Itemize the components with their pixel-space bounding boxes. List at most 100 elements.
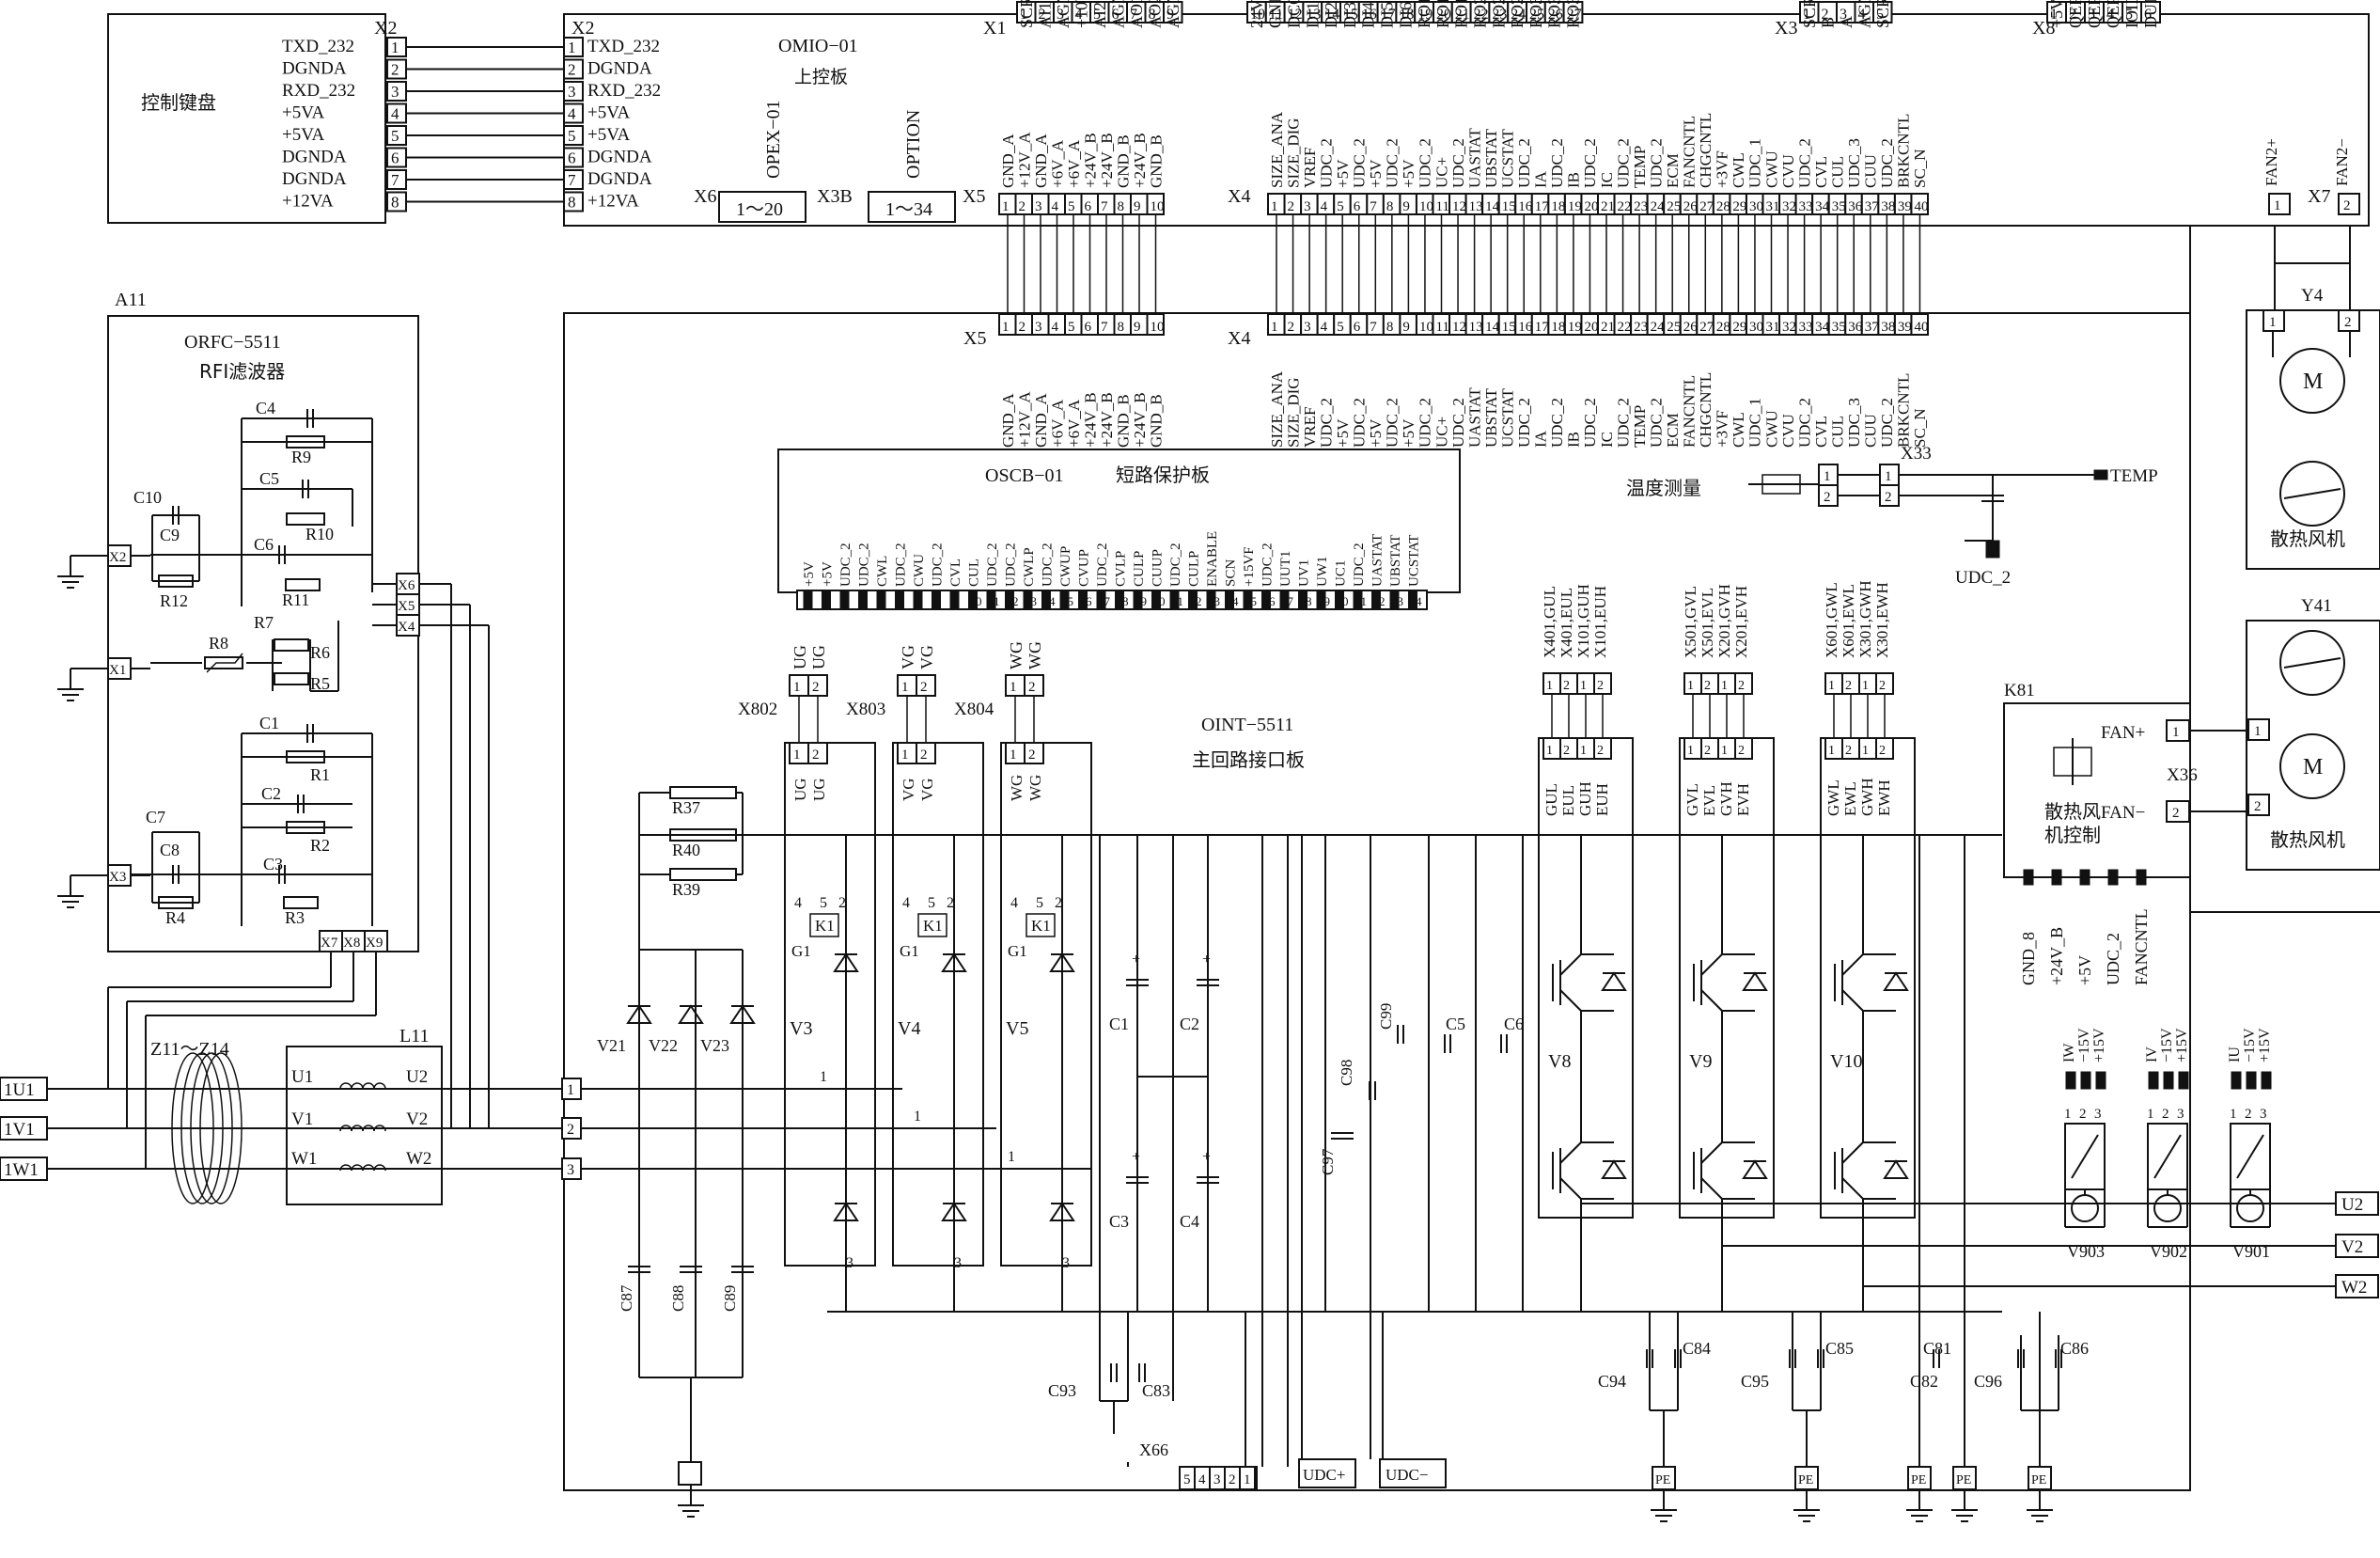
polarity: + bbox=[1132, 1149, 1140, 1165]
choke-pin: V2 bbox=[406, 1109, 428, 1129]
top-terminal-label: GND bbox=[1266, 0, 1285, 28]
gate-label: UG bbox=[810, 778, 828, 801]
oscb-pin bbox=[803, 590, 813, 610]
oscb-pin bbox=[1371, 590, 1381, 610]
connector-label: UDC_2 bbox=[1614, 138, 1632, 188]
top-terminal-label: SCR bbox=[1873, 0, 1892, 28]
diode-symbol bbox=[1883, 1159, 1909, 1179]
top-terminal-number: 15 bbox=[1343, 7, 1358, 23]
fan-pin bbox=[2247, 794, 2270, 816]
connector-number: 8 bbox=[1386, 199, 1394, 214]
igbt-ref: V10 bbox=[1830, 1051, 1862, 1072]
connector-number: 38 bbox=[1881, 320, 1895, 335]
fanctrl-pin-label: +5V bbox=[2075, 955, 2094, 985]
top-terminal-label: RO2 bbox=[1489, 0, 1508, 28]
top-terminal-number: 6 bbox=[2144, 7, 2152, 23]
cap-label: C5 bbox=[1446, 1015, 1465, 1033]
keyboard-pin-1: TXD_232 bbox=[282, 37, 354, 56]
output-terminal bbox=[2335, 1274, 2379, 1298]
fan-minus-label: FAN− bbox=[2101, 803, 2145, 823]
oscb-pin bbox=[1408, 590, 1417, 610]
filter-port-label: X3 bbox=[109, 870, 126, 885]
oscb-pin-label: UDC_2 bbox=[857, 543, 872, 587]
top-terminal-number: 4 bbox=[1858, 7, 1866, 23]
pin: 1 bbox=[1687, 744, 1694, 758]
igbt-gate-label: GVH bbox=[1717, 781, 1735, 816]
top-terminal-number: 2 bbox=[1822, 7, 1829, 23]
oscb-pin-label: UV1 bbox=[1297, 559, 1312, 587]
top-terminal-label: RO1 bbox=[1433, 0, 1452, 28]
sensor-ref: V901 bbox=[2232, 1242, 2270, 1261]
terminal-number: 4 bbox=[391, 105, 399, 123]
pin: 1 bbox=[1580, 744, 1587, 758]
connector-label: IC bbox=[1598, 172, 1616, 188]
part-label: C1 bbox=[259, 714, 279, 732]
top-terminal-label: 24V bbox=[1247, 0, 1266, 28]
pin: 2 bbox=[1845, 744, 1852, 758]
connector-number: 7 bbox=[1370, 199, 1377, 214]
connector-label: UDC_2 bbox=[1417, 398, 1434, 448]
resistor-symbol bbox=[286, 821, 325, 834]
connector-number: 30 bbox=[1749, 320, 1763, 335]
thyristor-gate: G1 bbox=[900, 942, 919, 960]
oscb-pin bbox=[839, 590, 850, 610]
igbt-gate-label: GWH bbox=[1858, 778, 1876, 816]
sensor-pin-label: −15V bbox=[2242, 1028, 2258, 1062]
connector-number: 27 bbox=[1699, 320, 1715, 335]
oscb-pin bbox=[913, 590, 923, 610]
thyristor-ref: V5 bbox=[1006, 1018, 1028, 1039]
pin: 2 bbox=[1879, 744, 1886, 758]
oscb-pin-label: UASTAT bbox=[1370, 534, 1386, 587]
connector-label: UDC_2 bbox=[1647, 398, 1665, 448]
oscb-pin-label: CUUP bbox=[1151, 549, 1166, 587]
filter-port-label: X7 bbox=[321, 936, 338, 951]
oscb-pin bbox=[968, 590, 978, 610]
connector-label: CHGCNTL bbox=[1697, 113, 1715, 188]
connector-label: UCSTAT bbox=[1498, 129, 1516, 188]
connector-label: BRKCNTL bbox=[1895, 373, 1913, 448]
relay-label: K1 bbox=[815, 917, 835, 935]
part-label: R12 bbox=[160, 591, 188, 610]
connector-label: UDC_2 bbox=[1515, 398, 1533, 448]
fanctrl-pin-label: GND_8 bbox=[2019, 932, 2038, 985]
connector-label: +24V_B bbox=[1131, 392, 1149, 448]
oscb-pin bbox=[895, 590, 904, 610]
connector-number: 23 bbox=[1634, 320, 1648, 335]
pin: 2 bbox=[1845, 679, 1852, 693]
top-terminal-box bbox=[1163, 1, 1183, 24]
ferrite-ring bbox=[199, 1052, 243, 1204]
sensor-pin bbox=[2163, 1071, 2174, 1090]
sensor-core bbox=[2153, 1194, 2182, 1222]
connector-number: 32 bbox=[1782, 199, 1796, 214]
x3-label: X3 bbox=[1775, 18, 1797, 39]
connector-number: 4 bbox=[1052, 199, 1059, 214]
pe-label: PE bbox=[1655, 1473, 1670, 1487]
cap-label: C96 bbox=[1974, 1372, 2002, 1391]
fanctrl-pin bbox=[2023, 869, 2034, 886]
thyristor-module-V5 bbox=[1000, 742, 1092, 1267]
connector-number: 8 bbox=[1118, 199, 1125, 214]
oint-board: X5 X4 1GND_A2+12V_A3GND_A4+6V_A5+6V_A6+2… bbox=[563, 312, 2191, 1491]
connector-label: TEMP bbox=[1631, 146, 1649, 188]
cap-label: C2 bbox=[1180, 1015, 1199, 1033]
top-terminal-number: 1 bbox=[2050, 7, 2058, 23]
sensor-pin bbox=[2246, 1071, 2257, 1090]
keyboard-pin-7: DGNDA bbox=[282, 169, 347, 189]
pin: 1 bbox=[1010, 680, 1017, 695]
choke-pin: V1 bbox=[291, 1109, 313, 1129]
pin: 1 bbox=[793, 748, 801, 763]
keyboard-pin-6: DGNDA bbox=[282, 148, 347, 167]
pin: 1 bbox=[2269, 315, 2277, 330]
oscb-pin-strip bbox=[796, 590, 1428, 610]
connector-number: 7 bbox=[1370, 320, 1377, 335]
omio-x2-pin-box bbox=[563, 125, 584, 146]
gate-label: WG bbox=[1026, 641, 1044, 669]
igbt-gate-label: EVL bbox=[1700, 785, 1718, 816]
oint-x4-label: X4 bbox=[1228, 328, 1250, 349]
connector-label: UDC_1 bbox=[1746, 138, 1764, 188]
oscb-pin bbox=[1115, 590, 1124, 610]
top-terminal-label: AGND bbox=[1108, 0, 1127, 28]
top-terminal-label: QEPB bbox=[2085, 0, 2104, 28]
top-terminal-label: RO2 bbox=[1508, 0, 1527, 28]
